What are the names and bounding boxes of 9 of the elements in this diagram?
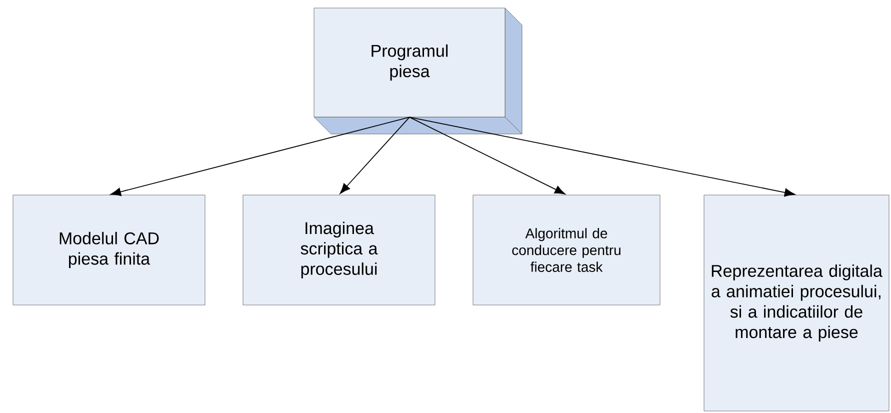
3d-box: Programul piesa (314, 8, 522, 134)
process-box: Reprezentarea digitala a animatiei procesului, si a indicatiilor de montare a piese (704, 194, 890, 412)
process-box: Imaginea scriptica a procesului (242, 194, 436, 306)
process-box: Modelul CAD piesa finita (12, 194, 206, 306)
process-box: Algoritmul de conducere pentru fiecare task (472, 194, 660, 306)
arrow (409, 116, 566, 194)
arrow (409, 116, 796, 197)
arrow (110, 116, 410, 196)
arrow (340, 116, 410, 194)
